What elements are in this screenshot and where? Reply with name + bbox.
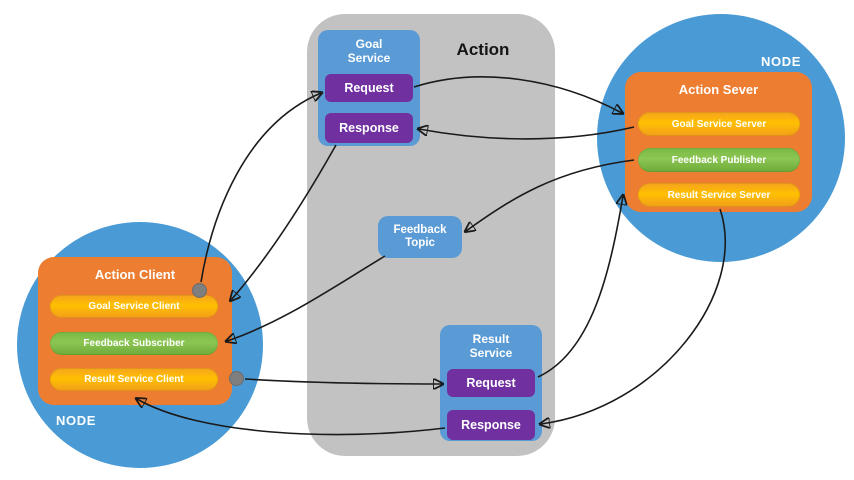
client-node-label: NODE bbox=[56, 413, 96, 428]
goal-request-box: Request bbox=[325, 74, 413, 102]
goal-service-server-pill: Goal Service Server bbox=[638, 112, 800, 136]
action-group-title: Action bbox=[456, 40, 510, 59]
result-request-box: Request bbox=[447, 369, 535, 397]
goal-client-connector-dot bbox=[192, 283, 207, 298]
result-client-connector-dot bbox=[229, 371, 244, 386]
result-service-title: Result Service bbox=[469, 332, 513, 360]
result-response-box: Response bbox=[447, 410, 535, 440]
server-node-label: NODE bbox=[761, 54, 801, 69]
feedback-topic-box: Feedback Topic bbox=[378, 216, 462, 258]
feedback-publisher-pill: Feedback Publisher bbox=[638, 148, 800, 172]
result-service-client-pill: Result Service Client bbox=[50, 368, 218, 391]
action-client-title: Action Client bbox=[94, 267, 176, 282]
feedback-subscriber-pill: Feedback Subscriber bbox=[50, 332, 218, 355]
goal-service-client-pill: Goal Service Client bbox=[50, 295, 218, 318]
result-service-server-pill: Result Service Server bbox=[638, 183, 800, 207]
goal-response-box: Response bbox=[325, 113, 413, 143]
feedback-topic-title: Feedback Topic bbox=[393, 224, 447, 249]
goal-service-title: Goal Service bbox=[347, 37, 391, 65]
action-server-title: Action Sever bbox=[678, 82, 759, 97]
